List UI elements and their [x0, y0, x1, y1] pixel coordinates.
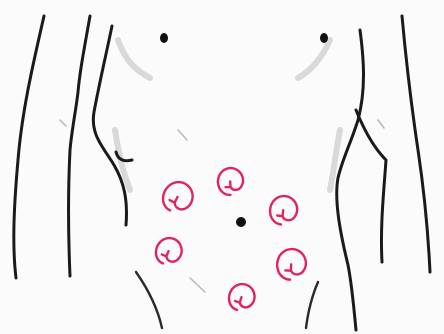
- umbilicus: [236, 217, 246, 227]
- arrowhead-icon: [277, 210, 283, 216]
- arrowhead-icon: [225, 181, 231, 187]
- swirl-upper-left: [159, 178, 197, 216]
- right-nipple: [320, 33, 328, 43]
- arrowhead-icon: [235, 296, 241, 302]
- swirl-bottom-center: [227, 282, 257, 313]
- right-arm-outline: [356, 16, 430, 272]
- circular-arrow-markers: [153, 166, 307, 312]
- arrowhead-icon: [169, 195, 177, 203]
- arrowhead-icon: [285, 264, 292, 271]
- left-arm-outline: [14, 16, 90, 278]
- arrowhead-icon: [162, 250, 169, 257]
- swirl-upper-center: [216, 166, 246, 197]
- swirl-upper-right: [270, 196, 297, 224]
- swirl-lower-left: [153, 235, 184, 267]
- body-shading: [60, 40, 384, 292]
- left-nipple: [160, 33, 168, 43]
- swirl-lower-right: [276, 248, 307, 281]
- landmarks: [160, 33, 328, 227]
